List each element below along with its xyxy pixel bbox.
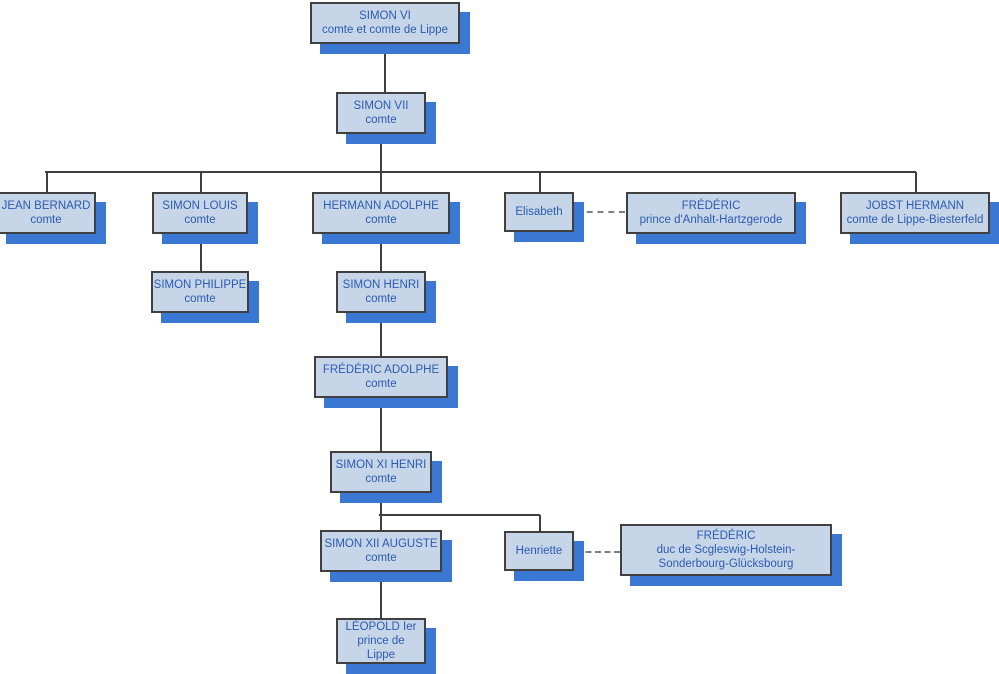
node-title: SIMON VI bbox=[359, 10, 411, 22]
node-simon-xii-auguste[interactable]: SIMON XII AUGUSTE comte bbox=[320, 530, 452, 582]
node-frederic-adolphe[interactable]: FRÉDÉRIC ADOLPHE comte bbox=[314, 356, 458, 408]
node-box[interactable]: SIMON VI comte et comte de Lippe bbox=[310, 2, 460, 44]
node-box[interactable]: FRÉDÉRIC duc de Scgleswig-Holstein-Sonder… bbox=[620, 524, 832, 576]
node-title: Elisabeth bbox=[515, 206, 563, 218]
connector-hermann-to-simon-henri bbox=[380, 234, 382, 271]
connector-hermann-adolphe-up bbox=[380, 172, 382, 192]
node-box[interactable]: SIMON XI HENRI comte bbox=[330, 451, 432, 493]
node-elisabeth[interactable]: Elisabeth bbox=[504, 192, 584, 242]
connector-simon-vi-down bbox=[384, 44, 386, 92]
node-title: FRÉDÉRIC bbox=[681, 200, 741, 212]
node-simon-xi-henri[interactable]: SIMON XI HENRI comte bbox=[330, 451, 442, 503]
connector-elisabeth-up bbox=[539, 172, 541, 192]
node-box[interactable]: LÉOPOLD Ier prince de Lippe bbox=[336, 618, 426, 664]
node-subtitle: comte bbox=[365, 114, 397, 126]
connector-henriette-up bbox=[539, 515, 541, 531]
node-subtitle: comte bbox=[365, 552, 397, 564]
node-subtitle: comte bbox=[30, 214, 62, 226]
node-title: FRÉDÉRIC ADOLPHE bbox=[322, 364, 440, 376]
node-box[interactable]: JEAN BERNARD comte bbox=[0, 192, 96, 234]
node-box[interactable]: SIMON LOUIS comte bbox=[152, 192, 248, 234]
node-simon-louis[interactable]: SIMON LOUIS comte bbox=[152, 192, 258, 244]
node-title: SIMON PHILIPPE bbox=[153, 279, 247, 291]
node-hermann-adolphe[interactable]: HERMANN ADOLPHE comte bbox=[312, 192, 460, 244]
node-title: HERMANN ADOLPHE bbox=[323, 200, 439, 212]
node-jobst-hermann[interactable]: JOBST HERMANN comte de Lippe-Biesterfeld bbox=[840, 192, 999, 244]
connector-simon-xi-to-simon-xii bbox=[380, 515, 382, 530]
node-title: SIMON XI HENRI bbox=[335, 459, 427, 471]
node-frederic-glucksbourg[interactable]: FRÉDÉRIC duc de Scgleswig-Holstein-Sonder… bbox=[620, 524, 842, 586]
node-subtitle: comte bbox=[365, 293, 397, 305]
node-box[interactable]: JOBST HERMANN comte de Lippe-Biesterfeld bbox=[840, 192, 990, 234]
node-subtitle: comte bbox=[365, 473, 397, 485]
node-title: SIMON LOUIS bbox=[162, 200, 238, 212]
connector-simon-louis-to-philippe bbox=[200, 234, 202, 271]
node-simon-vii[interactable]: SIMON VII comte bbox=[336, 92, 436, 144]
connector-simon-louis-up bbox=[200, 172, 202, 192]
node-subtitle: comte et comte de Lippe bbox=[322, 24, 448, 36]
node-box[interactable]: SIMON PHILIPPE comte bbox=[151, 271, 249, 313]
node-subtitle: comte bbox=[184, 293, 216, 305]
connector-simon-henri-to-frederic bbox=[380, 313, 382, 356]
node-subtitle: comte bbox=[184, 214, 216, 226]
node-box[interactable]: FRÉDÉRIC prince d'Anhalt-Hartzgerode bbox=[626, 192, 796, 234]
node-jean-bernard[interactable]: JEAN BERNARD comte bbox=[0, 192, 106, 244]
node-box[interactable]: SIMON VII comte bbox=[336, 92, 426, 134]
connector-jean-bernard-up bbox=[46, 172, 48, 192]
connector-simon-xii-to-leopold bbox=[380, 572, 382, 618]
connector-children-of-simon-vii-bus bbox=[45, 171, 916, 173]
node-title: JEAN BERNARD bbox=[1, 200, 91, 212]
node-subtitle: comte bbox=[365, 378, 397, 390]
node-leopold-ier[interactable]: LÉOPOLD Ier prince de Lippe bbox=[336, 618, 436, 674]
node-subtitle: prince d'Anhalt-Hartzgerode bbox=[639, 214, 783, 226]
node-subtitle: comte bbox=[365, 214, 397, 226]
connector-simon-vii-down bbox=[380, 134, 382, 172]
connector-simon-xi-down bbox=[380, 493, 382, 515]
node-subtitle: prince de Lippe bbox=[357, 635, 405, 661]
node-title: JOBST HERMANN bbox=[865, 200, 965, 212]
node-simon-henri[interactable]: SIMON HENRI comte bbox=[336, 271, 436, 323]
node-subtitle: duc de Scgleswig-Holstein-Sonderbourg-Gl… bbox=[656, 544, 796, 570]
node-box[interactable]: Henriette bbox=[504, 531, 574, 571]
node-henriette[interactable]: Henriette bbox=[504, 531, 584, 581]
node-simon-philippe[interactable]: SIMON PHILIPPE comte bbox=[151, 271, 259, 323]
connector-simon-xi-children-bus bbox=[379, 514, 540, 516]
node-box[interactable]: SIMON XII AUGUSTE comte bbox=[320, 530, 442, 572]
node-subtitle: comte de Lippe-Biesterfeld bbox=[846, 214, 984, 226]
node-title: SIMON VII bbox=[353, 100, 409, 112]
connector-frederic-to-simon-xi bbox=[380, 398, 382, 451]
node-box[interactable]: FRÉDÉRIC ADOLPHE comte bbox=[314, 356, 448, 398]
node-simon-vi[interactable]: SIMON VI comte et comte de Lippe bbox=[310, 2, 470, 54]
node-title: SIMON XII AUGUSTE bbox=[324, 538, 438, 550]
node-title: Henriette bbox=[515, 545, 563, 557]
node-title: FRÉDÉRIC bbox=[696, 530, 756, 542]
node-title: SIMON HENRI bbox=[342, 279, 420, 291]
connector-jobst-hermann-up bbox=[915, 172, 917, 192]
node-frederic-anhalt[interactable]: FRÉDÉRIC prince d'Anhalt-Hartzgerode bbox=[626, 192, 806, 244]
marriage-link-henriette-frederic-marriage bbox=[576, 551, 620, 553]
node-box[interactable]: HERMANN ADOLPHE comte bbox=[312, 192, 450, 234]
node-box[interactable]: Elisabeth bbox=[504, 192, 574, 232]
node-box[interactable]: SIMON HENRI comte bbox=[336, 271, 426, 313]
node-title: LÉOPOLD Ier bbox=[345, 621, 417, 633]
marriage-link-elisabeth-frederic-marriage bbox=[576, 211, 625, 213]
